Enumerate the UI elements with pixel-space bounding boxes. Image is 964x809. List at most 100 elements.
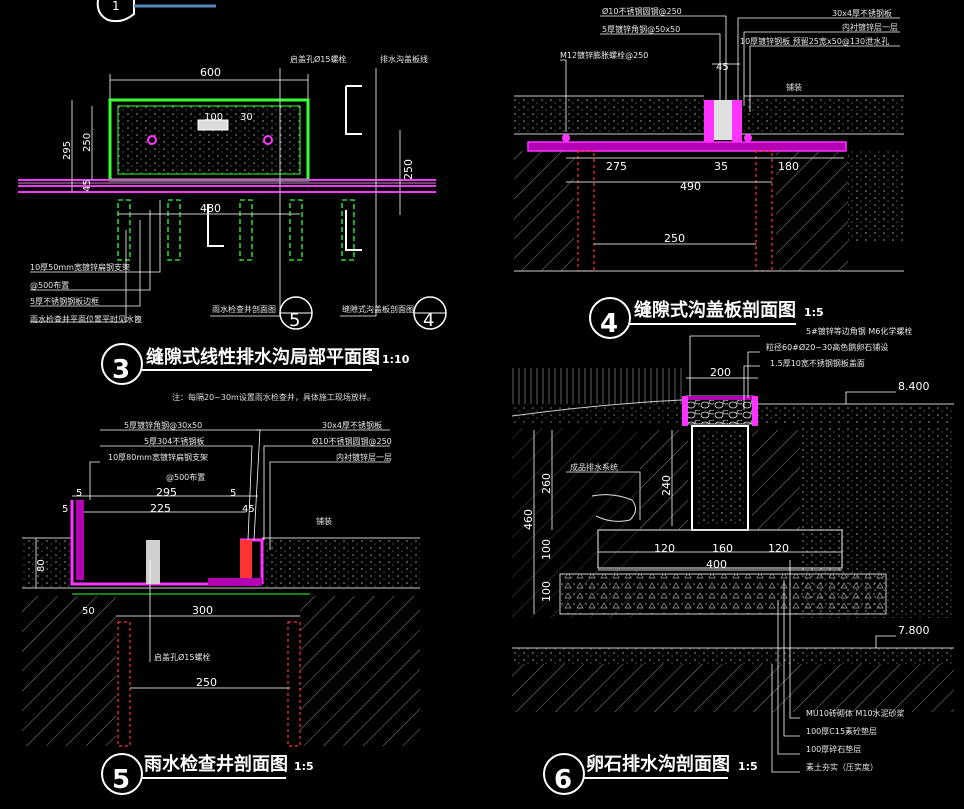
ref-bubble-4: 4 (413, 296, 447, 331)
section4-callout-angle: 5厚镀锌角钢@50x50 (602, 24, 680, 34)
section5-dim-5c: 5 (230, 488, 236, 499)
section6-callout-soil: 素土夯实（压实度） (806, 762, 878, 772)
section5-callout-rebar: Ø10不锈钢圆钢@250 (312, 436, 392, 446)
section4-dim-35: 35 (714, 160, 728, 173)
section5-dim-5b: 5 (62, 504, 68, 515)
drawing1-number: 1 (112, 0, 120, 13)
section6-dim-160: 160 (712, 542, 733, 555)
section5-dim-295: 295 (156, 486, 177, 499)
plan3-scale: 1:10 (382, 353, 410, 366)
section6-dim-240: 240 (660, 475, 673, 496)
section4-callout-ss-flat: 30x4厚不锈钢板 (832, 8, 892, 18)
section5-callout-lining: 内衬镀锌层一层 (336, 452, 392, 462)
section6-callout-cobble: 粒径60#Ø20~30高色鹅卵石铺设 (766, 342, 888, 352)
section4-title: 缝隙式沟盖板剖面图 (634, 299, 796, 321)
section6-callout-drain: 成品排水系统 (570, 462, 618, 472)
section4-dim-45: 45 (716, 62, 729, 73)
section5-dim-5a: 5 (76, 488, 82, 499)
plan3-callout-flat-steel: 10厚50mm宽镀锌扁钢支架 (30, 262, 130, 272)
section5-dim-45: 45 (242, 504, 255, 515)
plan3-number: 3 (112, 355, 130, 385)
plan-3 (18, 68, 436, 323)
section4-title-block: 4 缝隙式沟盖板剖面图 1:5 (589, 297, 824, 339)
plan3-callout-ss-plate: 5厚不锈钢钢板边框 (30, 296, 99, 306)
section4-dim-275: 275 (606, 160, 627, 173)
plan3-dim-295: 295 (62, 141, 73, 160)
plan3-dim-30: 30 (240, 112, 253, 123)
section4-callout-paving: 铺装 (786, 82, 802, 92)
section5-number: 5 (112, 765, 130, 795)
section6-callout-grating: 1.5厚10宽不锈钢钢板盖面 (770, 358, 865, 368)
section5-callout-bolt: 启盖孔Ø15螺栓 (154, 652, 210, 662)
drawing-1-tag (96, 0, 216, 23)
section6-dim-260: 260 (540, 473, 553, 494)
section6-dim-100a: 100 (540, 539, 553, 560)
plan3-title-block: 3 缝隙式线性排水沟局部平面图 1:10 (101, 343, 410, 385)
plan3-dim-600: 600 (200, 66, 221, 79)
section4-dim-490: 490 (680, 180, 701, 193)
section4-dim-250: 250 (664, 232, 685, 245)
section6-elev-bottom: 7.800 (898, 624, 930, 637)
section5-callout-spacing: @500布置 (166, 472, 205, 482)
section5-scale: 1:5 (294, 760, 314, 773)
plan3-callout-drain: 排水沟盖板线 (380, 54, 428, 64)
plan3-note: 注：每隔20~30m设置雨水检查井，具体施工现场放样。 (172, 392, 375, 402)
section-4 (514, 15, 904, 272)
plan3-title: 缝隙式线性排水沟局部平面图 (146, 346, 380, 368)
svg-text:5: 5 (289, 310, 300, 331)
ref-bubble-5: 5 (279, 296, 313, 331)
section5-dim-80: 80 (36, 559, 47, 572)
section5-dim-250: 250 (196, 676, 217, 689)
section6-number: 6 (554, 765, 572, 795)
section5-dim-50: 50 (82, 606, 95, 617)
section5-callout-paving: 铺装 (316, 516, 332, 526)
plan3-callout-ref5: 雨水检查井剖面图 (212, 304, 276, 314)
section6-callout-gravel: 100厚碎石垫层 (806, 744, 861, 754)
bolt-hole-icon (263, 135, 273, 145)
section5-dim-300: 300 (192, 604, 213, 617)
section6-dim-460: 460 (522, 509, 535, 530)
section6-scale: 1:5 (738, 760, 758, 773)
section6-elev-top: 8.400 (898, 380, 930, 393)
section4-callout-anchor: M12镀锌膨胀螺栓@250 (560, 50, 648, 60)
plan3-dim-480: 480 (200, 202, 221, 215)
section4-callout-rebar: Ø10不锈钢圆钢@250 (602, 6, 682, 16)
plan3-callout-bolt: 启盖孔Ø15螺栓 (290, 54, 346, 64)
plan3-callout-well: 雨水检查井平面位置平时见水篦 (30, 314, 142, 324)
anchor-bolt-icon (562, 134, 570, 142)
plan3-dim-45: 45 (82, 179, 93, 192)
section-6 (511, 335, 954, 773)
section4-number: 4 (600, 309, 618, 339)
section4-scale: 1:5 (804, 306, 824, 319)
section5-callout-ss-plate: 5厚304不锈钢板 (144, 436, 204, 446)
section6-title: 卵石排水沟剖面图 (586, 753, 730, 775)
section-5 (22, 429, 420, 747)
section6-dim-120a: 120 (654, 542, 675, 555)
section4-callout-lining: 内衬镀锌层一层 (842, 22, 898, 32)
bolt-hole-icon (147, 135, 157, 145)
section6-callout-bolt: 5#镀锌等边角钢 M6化学螺栓 (806, 326, 912, 336)
section4-callout-grating: 10厚镀锌钢板 预留25宽x50@130泄水孔 (740, 36, 889, 46)
section5-title-block: 5 雨水检查井剖面图 1:5 (101, 753, 314, 795)
svg-text:4: 4 (423, 310, 434, 331)
anchor-bolt-icon (744, 134, 752, 142)
section4-dim-180: 180 (778, 160, 799, 173)
section6-dim-120b: 120 (768, 542, 789, 555)
section6-dim-200: 200 (710, 366, 731, 379)
plan3-callout-spacing: @500布置 (30, 280, 69, 290)
section6-dim-100b: 100 (540, 581, 553, 602)
section5-callout-angle: 5厚镀锌角钢@30x50 (124, 420, 202, 430)
section5-callout-flat: 10厚80mm宽镀锌扁钢支架 (108, 452, 208, 462)
section5-title: 雨水检查井剖面图 (144, 753, 288, 775)
section5-dim-225: 225 (150, 502, 171, 515)
section6-callout-brick: MU10砖砌体 M10水泥砂浆 (806, 708, 905, 718)
section5-callout-ss-flat: 30x4厚不锈钢板 (322, 420, 382, 430)
plan3-dim-100: 100 (204, 112, 223, 123)
section6-callout-concrete: 100厚C15素砼垫层 (806, 726, 877, 736)
plan3-dim-250: 250 (82, 133, 93, 152)
section6-dim-400: 400 (706, 558, 727, 571)
plan3-callout-ref4: 缝隙式沟盖板剖面图 (342, 304, 414, 314)
plan3-dim-250b: 250 (402, 159, 415, 180)
section6-title-block: 6 卵石排水沟剖面图 1:5 (543, 753, 758, 795)
